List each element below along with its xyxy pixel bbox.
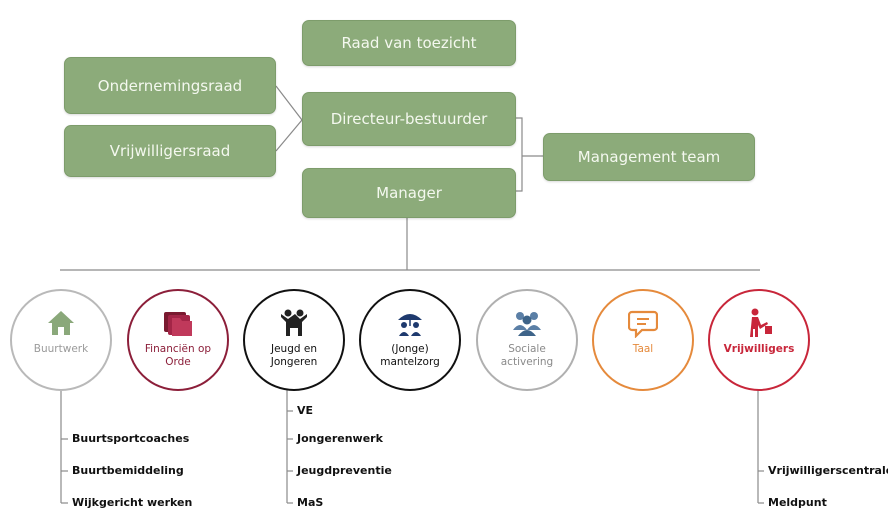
list-item: Buurtbemiddeling: [72, 464, 184, 477]
ondernemingsraad-box: Ondernemingsraad: [64, 57, 276, 114]
umbrella-people-icon: [393, 307, 427, 339]
domain-financien: Financiën op Orde: [127, 289, 229, 391]
speech-bubble-icon: [628, 307, 658, 339]
list-item: Buurtsportcoaches: [72, 432, 190, 445]
domain-jeugd-en-jongeren: Jeugd en Jongeren: [243, 289, 345, 391]
directeur-bestuurder-label: Directeur-bestuurder: [330, 110, 488, 128]
raad-van-toezicht-label: Raad van toezicht: [341, 34, 477, 52]
list-item: Jeugdpreventie: [297, 464, 392, 477]
list-item: Wijkgericht werken: [72, 496, 193, 509]
ondernemingsraad-label: Ondernemingsraad: [97, 76, 243, 95]
volunteer-icon: [742, 307, 776, 339]
manager-box: Manager: [302, 168, 516, 218]
domain-jonge-mantelzorg: (Jonge) mantelzorg: [359, 289, 461, 391]
vrijwilligersraad-box: Vrijwilligersraad: [64, 125, 276, 177]
domain-label: Buurtwerk: [33, 343, 89, 355]
list-item: VE: [297, 404, 314, 417]
list-item: Jongerenwerk: [297, 432, 383, 445]
domain-label: Vrijwilligers: [723, 343, 795, 355]
group-people-icon: [510, 307, 544, 339]
domain-taal: Taal: [592, 289, 694, 391]
domain-label: (Jonge) mantelzorg: [380, 343, 440, 368]
management-team-box: Management team: [543, 133, 755, 181]
house-icon: [46, 307, 76, 339]
domain-sociale-activering: Sociale activering: [476, 289, 578, 391]
vrijwilligersraad-label: Vrijwilligersraad: [109, 142, 231, 160]
management-team-label: Management team: [577, 148, 721, 166]
list-item: Meldpunt: [768, 496, 827, 509]
domain-label: Sociale activering: [500, 343, 554, 368]
domain-vrijwilligers: Vrijwilligers: [708, 289, 810, 391]
list-item: MaS: [297, 496, 324, 509]
directeur-bestuurder-box: Directeur-bestuurder: [302, 92, 516, 146]
folders-icon: [161, 307, 195, 339]
manager-label: Manager: [376, 184, 442, 202]
domain-label: Financiën op Orde: [144, 343, 212, 368]
domain-label: Jeugd en Jongeren: [270, 343, 318, 368]
domain-buurtwerk: Buurtwerk: [10, 289, 112, 391]
domain-label: Taal: [632, 343, 654, 355]
list-item: Vrijwilligerscentrale: [768, 464, 888, 477]
raad-van-toezicht-box: Raad van toezicht: [302, 20, 516, 66]
children-icon: [277, 307, 311, 339]
